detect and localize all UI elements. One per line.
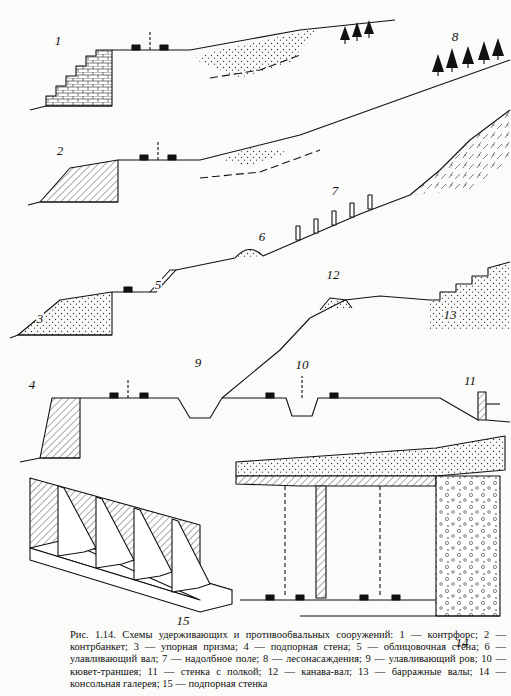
figure-caption: Рис. 1.14. Схемы удерживающих и противоо… <box>70 629 506 690</box>
callout-number: 3 <box>36 312 45 325</box>
callout-number: 4 <box>28 378 37 391</box>
callout-number: 15 <box>176 614 191 627</box>
callout-number: 9 <box>194 356 203 369</box>
callout-number: 6 <box>258 230 267 243</box>
callout-number: 10 <box>295 358 310 371</box>
callout-number: 11 <box>463 374 477 387</box>
callout-number: 1 <box>54 34 63 47</box>
callout-number: 8 <box>451 30 460 43</box>
callout-number: 12 <box>326 268 341 281</box>
callout-number: 7 <box>331 184 340 197</box>
callout-number: 13 <box>443 308 458 321</box>
callout-number: 5 <box>154 278 163 291</box>
callout-number: 2 <box>56 144 65 157</box>
